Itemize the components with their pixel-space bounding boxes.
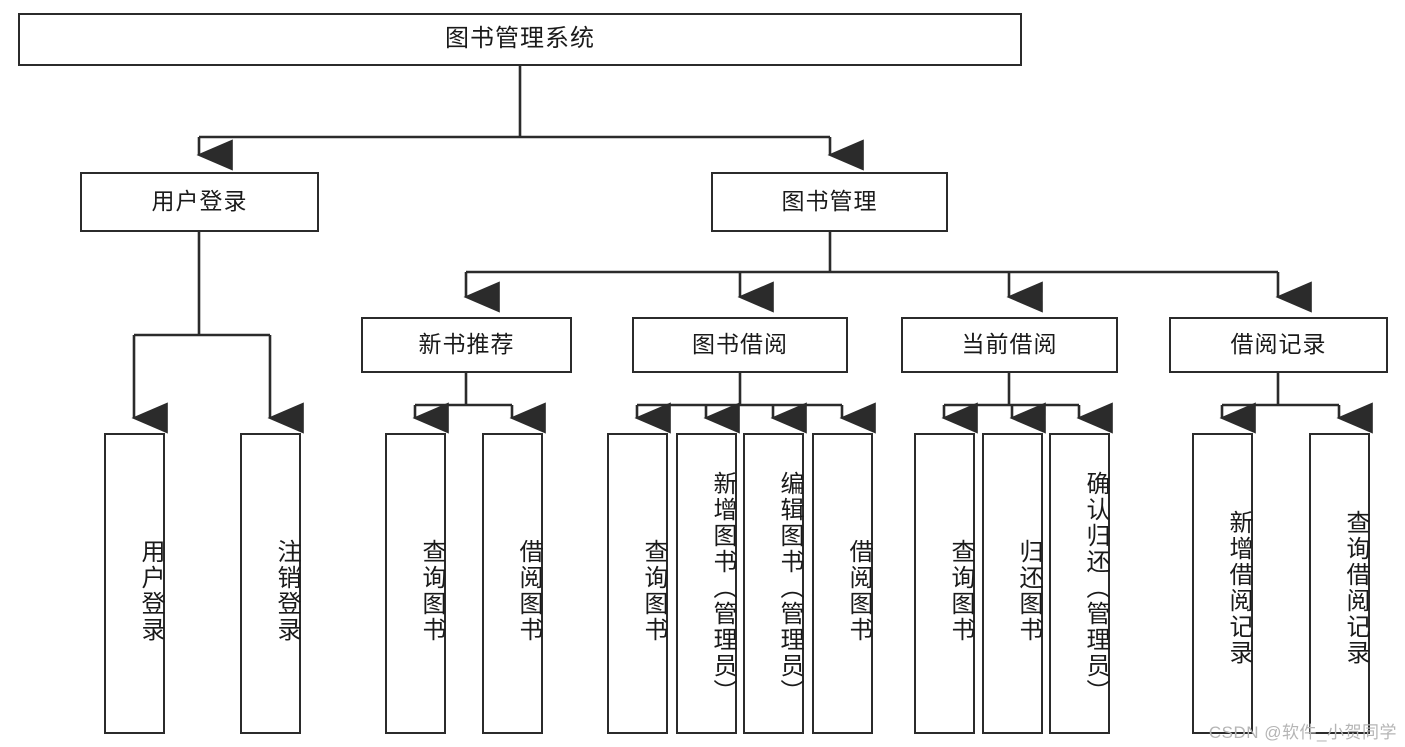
- leaf-label: 新增图书（管理员）: [709, 470, 736, 705]
- node-current-borrow[interactable]: 当前借阅: [901, 317, 1118, 373]
- leaf-current-borrow-confirm-return[interactable]: 确认归还（管理员）: [1049, 433, 1110, 734]
- leaf-label: 查询借阅记录: [1342, 509, 1369, 666]
- leaf-label: 编辑图书（管理员）: [776, 470, 803, 705]
- leaf-user-login-logout[interactable]: 注销登录: [240, 433, 301, 734]
- leaf-label: 确认归还（管理员）: [1082, 470, 1109, 705]
- leaf-label: 注销登录: [273, 538, 300, 643]
- node-book-borrow[interactable]: 图书借阅: [632, 317, 848, 373]
- node-root-system[interactable]: 图书管理系统: [18, 13, 1022, 66]
- leaf-current-borrow-return[interactable]: 归还图书: [982, 433, 1043, 734]
- node-user-login[interactable]: 用户登录: [80, 172, 319, 232]
- leaf-borrow-record-query[interactable]: 查询借阅记录: [1309, 433, 1370, 734]
- leaf-label: 借阅图书: [515, 538, 542, 643]
- leaf-book-borrow-borrow[interactable]: 借阅图书: [812, 433, 873, 734]
- leaf-label: 查询图书: [640, 538, 667, 643]
- leaf-label: 查询图书: [418, 538, 445, 643]
- leaf-new-book-query[interactable]: 查询图书: [385, 433, 446, 734]
- leaf-user-login-login[interactable]: 用户登录: [104, 433, 165, 734]
- leaf-book-borrow-add[interactable]: 新增图书（管理员）: [676, 433, 737, 734]
- leaf-book-borrow-query[interactable]: 查询图书: [607, 433, 668, 734]
- node-book-management[interactable]: 图书管理: [711, 172, 948, 232]
- leaf-new-book-borrow[interactable]: 借阅图书: [482, 433, 543, 734]
- node-new-book-recommend[interactable]: 新书推荐: [361, 317, 572, 373]
- leaf-label: 借阅图书: [845, 538, 872, 643]
- leaf-label: 归还图书: [1015, 538, 1042, 643]
- leaf-label: 查询图书: [947, 538, 974, 643]
- leaf-label: 新增借阅记录: [1225, 509, 1252, 666]
- leaf-book-borrow-edit[interactable]: 编辑图书（管理员）: [743, 433, 804, 734]
- leaf-borrow-record-add[interactable]: 新增借阅记录: [1192, 433, 1253, 734]
- watermark-text: CSDN @软件_小贺同学: [1208, 723, 1397, 742]
- leaf-label: 用户登录: [137, 538, 164, 643]
- node-borrow-record[interactable]: 借阅记录: [1169, 317, 1388, 373]
- leaf-current-borrow-query[interactable]: 查询图书: [914, 433, 975, 734]
